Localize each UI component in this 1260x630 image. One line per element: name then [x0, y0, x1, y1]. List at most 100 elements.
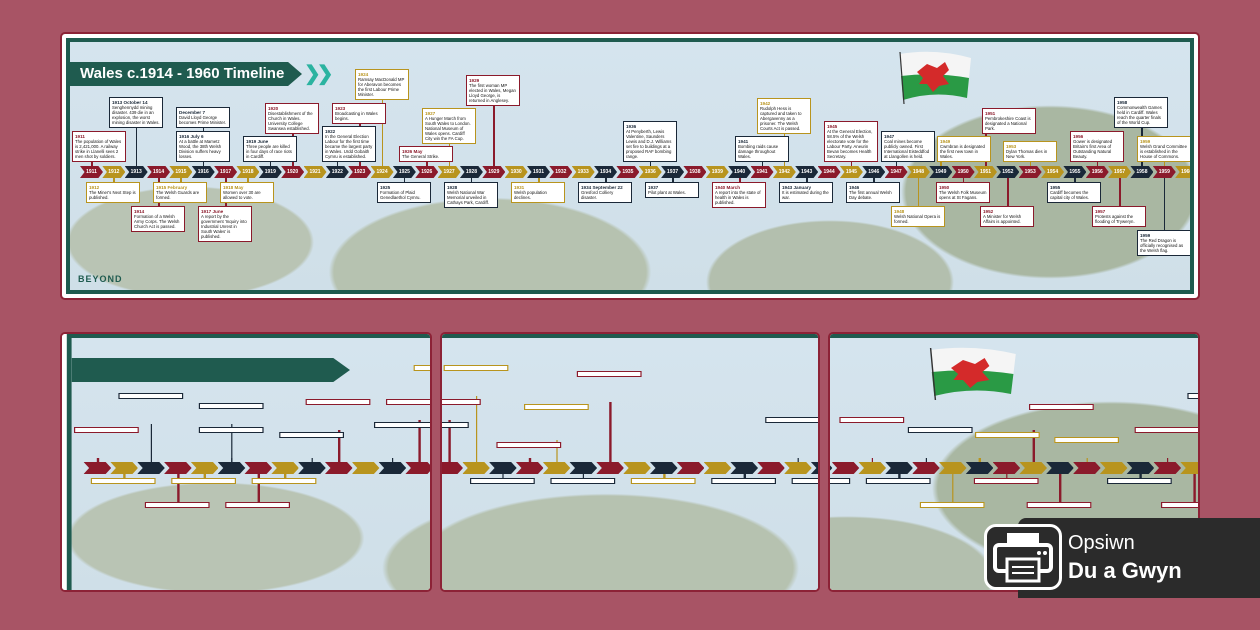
- event-connector: [952, 474, 954, 502]
- timeline-year-1948: 1948: [906, 166, 930, 178]
- timeline-year-1924: [462, 462, 490, 474]
- event-date: 1955: [1050, 185, 1061, 190]
- timeline-event: [74, 427, 139, 433]
- timeline-year-1930: 1930: [504, 166, 528, 178]
- event-connector: [1005, 474, 1008, 478]
- event-date: 1950: [939, 185, 950, 190]
- event-connector: [895, 162, 898, 166]
- timeline-year-1953: [1073, 462, 1101, 474]
- event-text: A report into the state of health in Wal…: [715, 190, 761, 205]
- timeline-year-1945: [858, 462, 887, 474]
- event-connector: [1139, 474, 1142, 478]
- timeline-year-1920: [324, 462, 353, 474]
- timeline-event: [496, 442, 562, 448]
- timeline-year-1927: [542, 462, 571, 474]
- event-date: 1925: [380, 185, 391, 190]
- event-text: Gower is designated Britain's first Area…: [1073, 139, 1113, 159]
- event-connector: [1007, 178, 1009, 206]
- poster-title: Wales c.1914 - 1960 Timeline: [70, 62, 302, 86]
- event-connector: [538, 178, 540, 182]
- timeline-event: [1029, 404, 1094, 410]
- event-connector: [743, 474, 746, 478]
- timeline-year-1951: 1951: [974, 166, 997, 178]
- event-text: The first annual Welsh Day debate.: [849, 190, 892, 200]
- event-text: In the General Election Labour for the f…: [325, 134, 373, 159]
- event-date: 1914: [134, 209, 145, 214]
- timeline-year-1923: 1923: [348, 166, 372, 178]
- poster-map-frame: [442, 334, 818, 590]
- timeline-year-1916: [217, 462, 246, 474]
- event-connector: [180, 178, 182, 182]
- event-connector: [978, 458, 981, 462]
- timeline-event: [198, 427, 264, 433]
- timeline-year-1912: [110, 462, 139, 474]
- timeline-event: [1054, 437, 1119, 443]
- timeline-year-1915: 1915: [169, 166, 193, 178]
- preview-panel-1[interactable]: [60, 332, 432, 592]
- timeline-year-1943: [830, 462, 833, 474]
- event-text: Welsh National War Memorial unveiled in …: [447, 190, 489, 205]
- timeline-event: [90, 478, 156, 484]
- timeline-year-1921: [351, 462, 380, 474]
- event-text: Pembrokeshire Coast is designated a Nati…: [985, 116, 1031, 131]
- event-connector: [1119, 178, 1121, 206]
- event-text: At the General Election, 58.5% of the We…: [827, 129, 873, 159]
- timeline-event: [251, 478, 317, 484]
- timeline-year-1925: [489, 462, 517, 474]
- timeline-event: [830, 478, 851, 484]
- timeline-year-1918: 1918: [236, 166, 260, 178]
- timeline-year-1931: [650, 462, 678, 474]
- event-text: Pilot plant at Wales.: [648, 190, 686, 195]
- timeline-year-1923: [442, 462, 464, 474]
- timeline-year-1934: [730, 462, 759, 474]
- event-text: At a battle at Mametz Wood, the 38th Wel…: [179, 139, 222, 159]
- timeline-year-1911: 1911: [80, 166, 103, 178]
- event-date: 1940 March: [715, 185, 741, 190]
- event-connector: [150, 424, 153, 462]
- timeline-event: [171, 478, 236, 484]
- preview-panel-2[interactable]: [440, 332, 820, 592]
- timeline-year-1954: [1099, 462, 1128, 474]
- event-connector: [1166, 458, 1169, 462]
- timeline-year-1926: 1926: [415, 166, 439, 178]
- event-date: 1936: [626, 124, 637, 129]
- badge-line-1: Opsiwn: [1068, 532, 1135, 554]
- timeline-event: [576, 371, 642, 377]
- event-connector: [1029, 162, 1032, 166]
- timeline-event: [305, 399, 371, 405]
- timeline-year-1928: 1928: [459, 166, 483, 178]
- timeline-year-1940: 1940: [728, 166, 752, 178]
- timeline-year-1953: 1953: [1018, 166, 1042, 178]
- event-connector: [609, 402, 612, 462]
- timeline-year-1945: 1945: [839, 166, 863, 178]
- timeline-year-1954: 1954: [1041, 166, 1065, 178]
- timeline-year-1919: [298, 462, 326, 474]
- timeline-year-1924: 1924: [370, 166, 394, 178]
- event-text: Coal mines become publicly owned. First …: [884, 139, 930, 159]
- event-date: 1941: [738, 139, 749, 144]
- timeline-year-1950: 1950: [951, 166, 975, 178]
- event-connector: [871, 458, 874, 462]
- event-connector: [204, 474, 206, 478]
- event-text: Formation of a Welsh Army Corps. The Wel…: [134, 214, 180, 229]
- event-connector: [391, 458, 394, 462]
- event-date: 1953: [1006, 144, 1017, 149]
- timeline-year-1936: 1936: [638, 166, 662, 178]
- poster-map-frame: [66, 334, 430, 590]
- timeline-event: [865, 478, 931, 484]
- timeline-year-1941: 1941: [750, 166, 774, 178]
- timeline-year-1957: 1957: [1108, 166, 1132, 178]
- timeline-event: [973, 478, 1039, 484]
- event-connector: [582, 474, 585, 478]
- black-and-white-option-badge[interactable]: Opsiwn Du a Gwyn: [984, 518, 1260, 598]
